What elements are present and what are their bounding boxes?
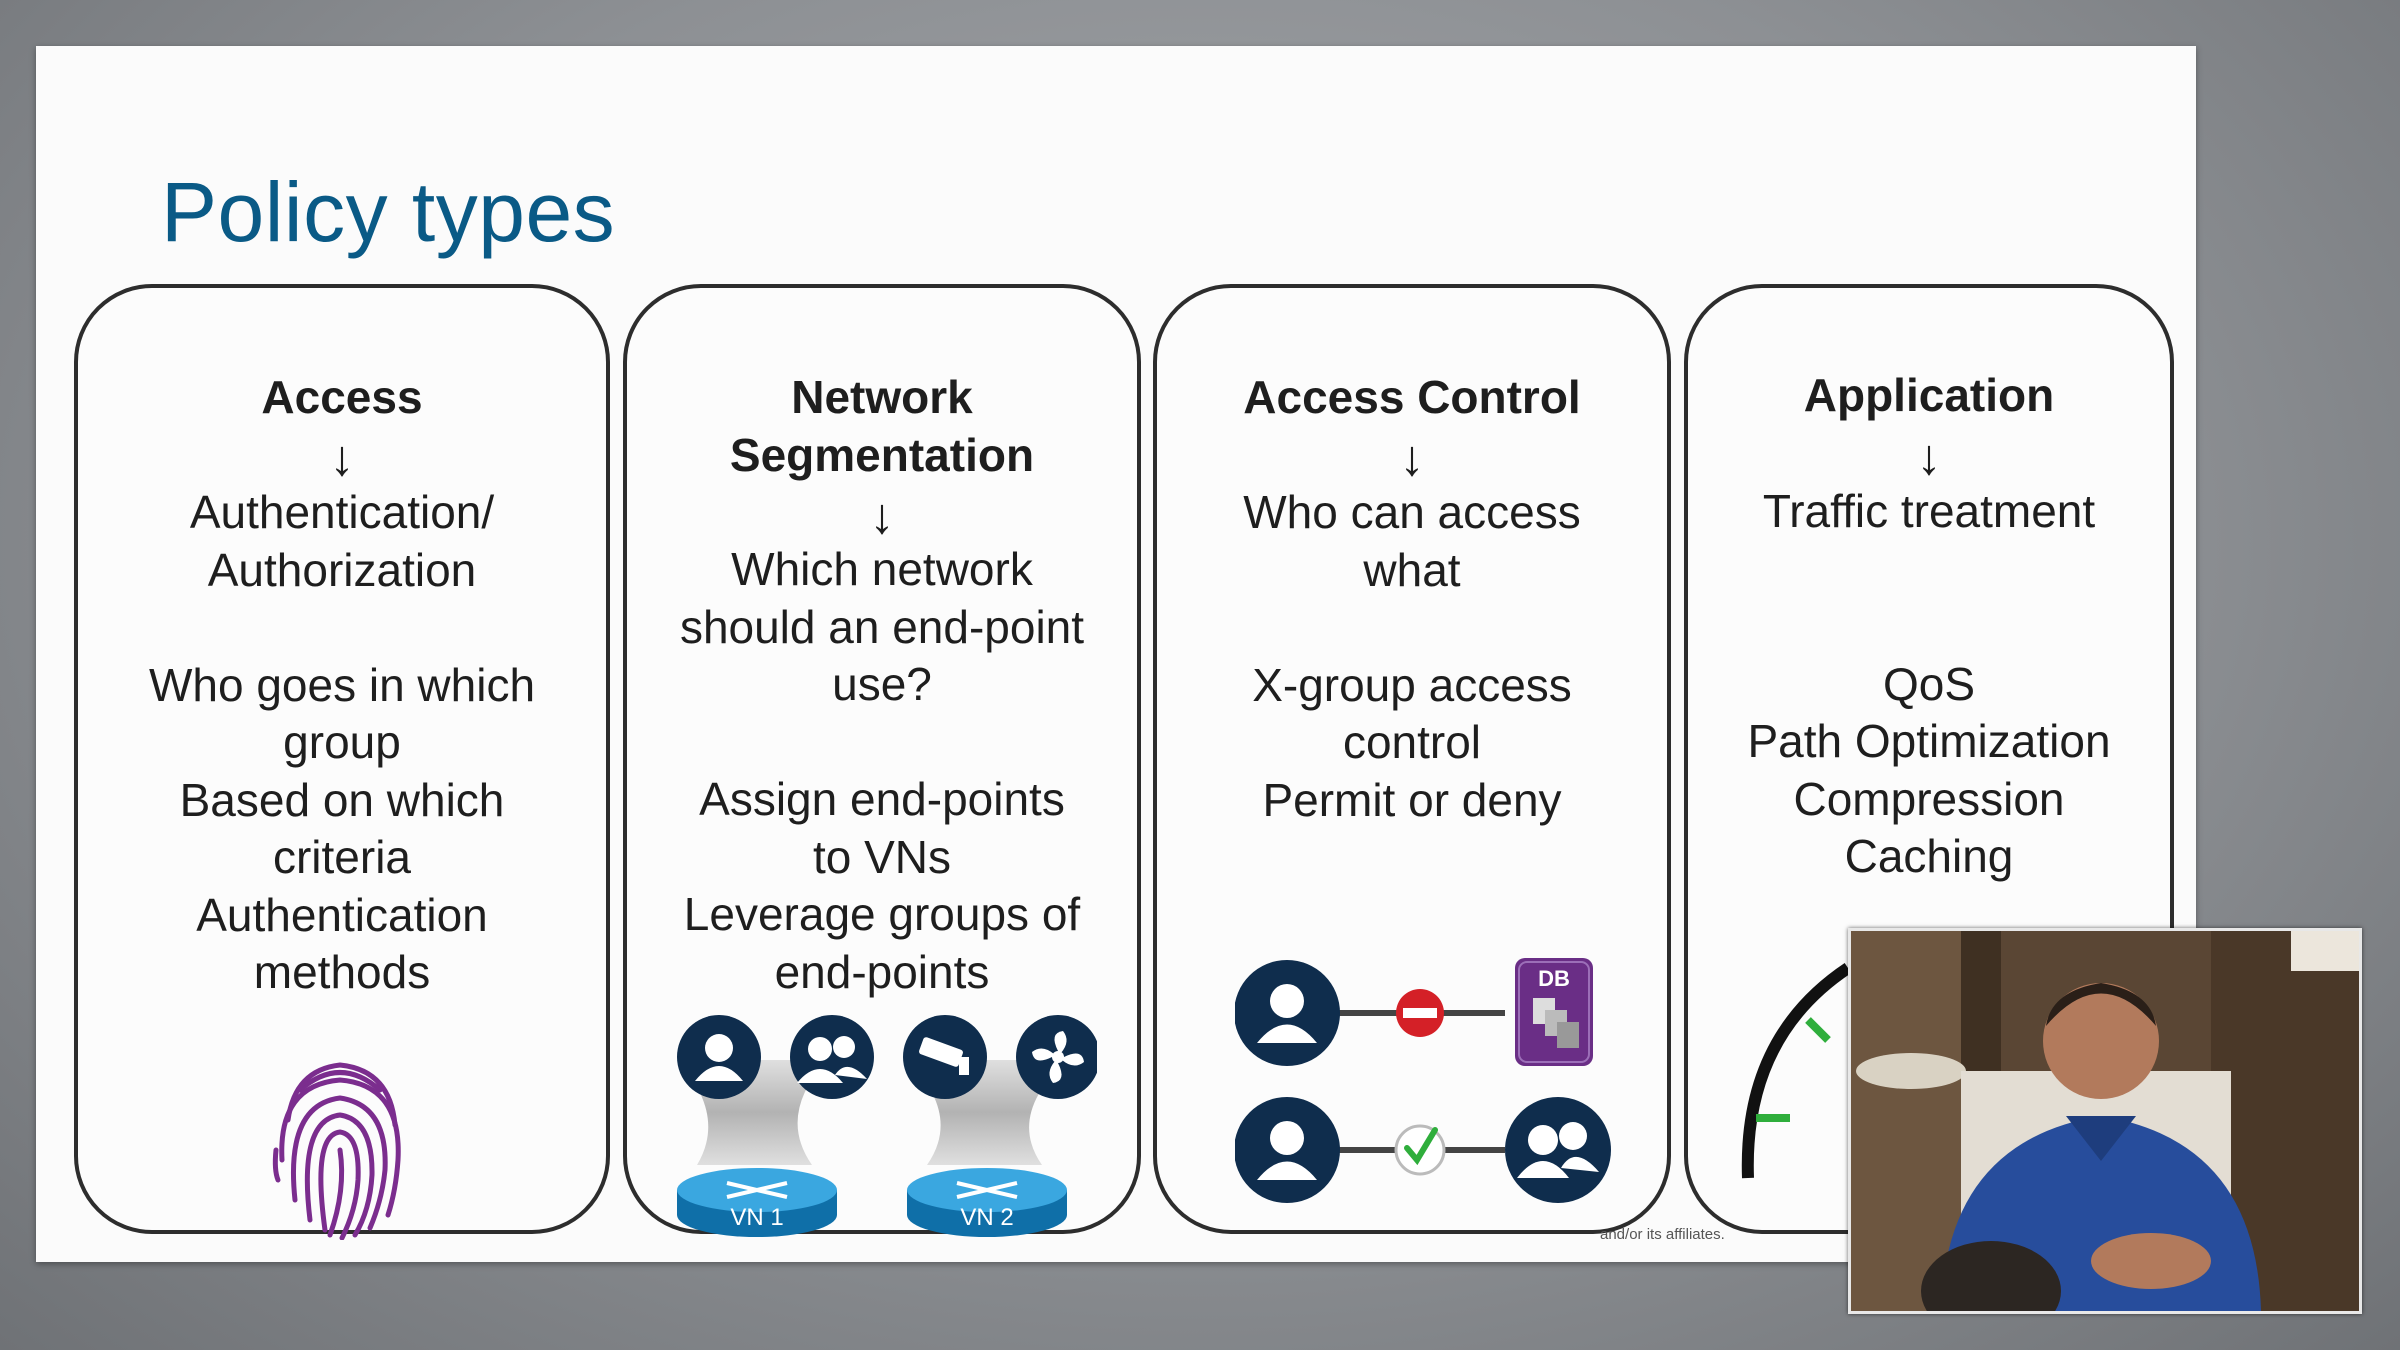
card-heading: Network Segmentation bbox=[627, 368, 1137, 484]
card-heading: Access Control bbox=[1243, 371, 1581, 423]
card-line: control bbox=[1342, 716, 1482, 768]
card-line: Permit or deny bbox=[1262, 773, 1562, 826]
segmentation-graphic: VN 1 VN 2 bbox=[677, 1015, 1097, 1237]
router-icon bbox=[907, 1168, 1067, 1237]
card-spacer bbox=[1167, 599, 1657, 657]
card-line: Compression bbox=[1793, 772, 2065, 825]
card-heading: Access bbox=[261, 371, 423, 423]
card-line: methods bbox=[253, 946, 431, 998]
card-line: Caching bbox=[1844, 830, 2014, 882]
vn-label: VN 2 bbox=[960, 1204, 1013, 1231]
card-body: Which network should an end-point use? A… bbox=[637, 541, 1127, 1001]
card-body: Traffic treatment QoS Path Optimization … bbox=[1698, 483, 2160, 886]
card-spacer bbox=[1698, 541, 2160, 656]
slide-title: Policy types bbox=[161, 165, 616, 259]
card-line: Which network bbox=[731, 543, 1033, 595]
card-line: Authorization bbox=[207, 543, 477, 596]
fingerprint-icon bbox=[272, 1062, 401, 1240]
card-line: group bbox=[283, 716, 401, 768]
card-line: criteria bbox=[272, 831, 412, 883]
deny-icon bbox=[1396, 989, 1444, 1037]
slide: Policy types Access ↓ Authentication/ Au… bbox=[36, 46, 2196, 1262]
card-heading: Application bbox=[1803, 369, 2055, 421]
card-line: Who goes in which bbox=[148, 658, 536, 711]
fan-icon bbox=[1016, 1015, 1097, 1099]
card-line: Traffic treatment bbox=[1762, 485, 2096, 537]
user-icon bbox=[1235, 1097, 1340, 1203]
card-spacer bbox=[88, 599, 596, 657]
user-group-icon bbox=[790, 1015, 874, 1099]
card-line: to VNs bbox=[812, 830, 952, 883]
down-arrow-icon: ↓ bbox=[869, 488, 895, 544]
footer-note: and/or its affiliates. bbox=[1600, 1226, 1725, 1243]
user-icon bbox=[1235, 960, 1340, 1066]
card-line: Path Optimization bbox=[1747, 715, 2111, 767]
speaker-video-frame bbox=[1851, 931, 2359, 1311]
database-icon bbox=[1515, 958, 1593, 1066]
card-heading-line: Segmentation bbox=[729, 429, 1035, 481]
permit-icon bbox=[1394, 1124, 1446, 1176]
card-body: Authentication/ Authorization Who goes i… bbox=[88, 484, 596, 1002]
card-line: should an end-point bbox=[679, 600, 1085, 653]
card-line: QoS bbox=[1882, 657, 1976, 710]
speedometer-icon bbox=[1741, 963, 1852, 1179]
card-line: Leverage groups of bbox=[683, 888, 1081, 940]
card-line: use? bbox=[832, 658, 932, 710]
card-heading-line: Network bbox=[791, 371, 973, 423]
card-access-control: Access Control ↓ Who can access what X-g… bbox=[1153, 284, 1671, 1234]
card-line: Who can access bbox=[1243, 486, 1581, 538]
card-line: Authentication/ bbox=[189, 486, 495, 538]
card-network-segmentation: Network Segmentation ↓ Which network sho… bbox=[623, 284, 1141, 1237]
down-arrow-icon: ↓ bbox=[329, 430, 355, 486]
access-control-graphic: DB bbox=[1235, 958, 1611, 1203]
user-icon bbox=[677, 1015, 761, 1099]
card-line: Based on which bbox=[179, 773, 505, 826]
router-icon bbox=[677, 1168, 837, 1237]
card-line: Authentication bbox=[196, 888, 488, 941]
db-label: DB bbox=[1538, 966, 1570, 991]
camera-icon bbox=[903, 1015, 987, 1099]
down-arrow-icon: ↓ bbox=[1916, 429, 1942, 485]
card-line: X-group access bbox=[1252, 658, 1572, 711]
card-line: Assign end-points bbox=[699, 773, 1065, 825]
card-spacer bbox=[637, 714, 1127, 772]
speaker-video bbox=[1848, 928, 2362, 1314]
card-line: what bbox=[1363, 543, 1461, 596]
user-group-icon bbox=[1505, 1097, 1611, 1203]
vn-label: VN 1 bbox=[730, 1204, 783, 1231]
card-body: Who can access what X-group access contr… bbox=[1167, 484, 1657, 829]
card-access: Access ↓ Authentication/ Authorization W… bbox=[74, 284, 610, 1240]
down-arrow-icon: ↓ bbox=[1399, 430, 1425, 486]
card-line: end-points bbox=[774, 945, 990, 998]
